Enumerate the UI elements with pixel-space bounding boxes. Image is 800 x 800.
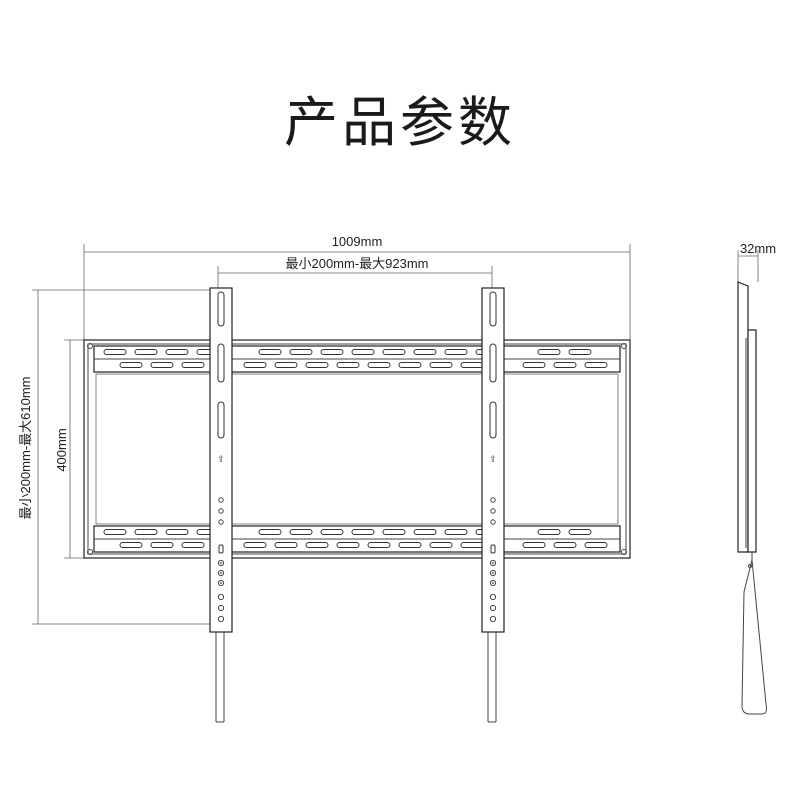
rail-slot (382, 349, 406, 355)
rail-slot (320, 529, 344, 535)
rail-slot (119, 362, 143, 368)
rail-slot (165, 529, 189, 535)
total-width-label: 1009mm (332, 234, 383, 249)
arm-hole (489, 559, 497, 567)
rail-slots (103, 349, 608, 548)
rail-slot (258, 349, 282, 355)
rail-slot (398, 542, 422, 548)
arm-hole (489, 604, 497, 612)
rail-slot (243, 362, 267, 368)
rail-slot (134, 529, 158, 535)
arm-slot (218, 544, 224, 554)
side-view: 32mm (737, 241, 776, 715)
rail-slot (460, 362, 484, 368)
right-arm-holes (489, 497, 497, 623)
right-mounting-arm: ⇧ (481, 287, 505, 723)
rail-slot (119, 542, 143, 548)
rail-slot (398, 362, 422, 368)
rail-slot (181, 542, 205, 548)
arm-hole (217, 579, 225, 587)
arm-hole (218, 497, 224, 503)
arm-hole (217, 593, 225, 601)
rail-slot (367, 542, 391, 548)
rail-slot (351, 349, 375, 355)
rail-slot (305, 542, 329, 548)
vertical-range-label: 最小200mm-最大610mm (18, 376, 33, 519)
rail-slot (103, 529, 127, 535)
rail-slot (413, 529, 437, 535)
rail-slot (553, 542, 577, 548)
page-title: 产品参数 (284, 91, 516, 154)
depth-label: 32mm (740, 241, 776, 256)
vertical-range-dimension: 最小200mm-最大610mm (18, 289, 215, 625)
arm-hole (218, 519, 224, 525)
rail-slot (289, 349, 313, 355)
frame-height-label: 400mm (54, 428, 69, 471)
rail-slot (165, 349, 189, 355)
frame-height-dimension: 400mm (54, 339, 86, 559)
rail-slot (460, 542, 484, 548)
wall-plate (83, 339, 631, 559)
rail-slot (537, 349, 561, 355)
rail-slot (336, 542, 360, 548)
arm-hole (217, 559, 225, 567)
arm-hole (489, 593, 497, 601)
left-arm-holes (217, 497, 225, 623)
svg-text:⇧: ⇧ (217, 455, 225, 465)
rail-slot (429, 542, 453, 548)
rail-slot (150, 542, 174, 548)
rail-slot (103, 349, 127, 355)
left-mounting-arm: ⇧ (209, 287, 233, 723)
arm-hole (489, 579, 497, 587)
arm-hole (490, 508, 496, 514)
rail-slot (367, 362, 391, 368)
rail-slot (150, 362, 174, 368)
arm-slot (490, 544, 496, 554)
rail-slot (134, 349, 158, 355)
rail-slot (382, 529, 406, 535)
arm-hole (489, 615, 497, 623)
rail-slot (274, 362, 298, 368)
rail-slot (522, 362, 546, 368)
rail-slot (413, 349, 437, 355)
arm-hole (217, 604, 225, 612)
rail-slot (429, 362, 453, 368)
arm-spacing-label: 最小200mm-最大923mm (285, 256, 428, 271)
arm-hole (217, 569, 225, 577)
rail-slot (320, 349, 344, 355)
rail-slot (351, 529, 375, 535)
rail-slot (444, 529, 468, 535)
rail-slot (537, 529, 561, 535)
rail-slot (181, 362, 205, 368)
svg-text:⇧: ⇧ (489, 455, 497, 465)
rail-slot (305, 362, 329, 368)
rail-slot (568, 349, 592, 355)
rail-slot (243, 542, 267, 548)
rail-slot (289, 529, 313, 535)
arm-hole (217, 615, 225, 623)
arm-hole (218, 508, 224, 514)
rail-slot (444, 349, 468, 355)
rail-slot (568, 529, 592, 535)
rail-slot (258, 529, 282, 535)
rail-slot (584, 542, 608, 548)
total-width-dimension: 1009mm (83, 234, 631, 340)
rail-slot (336, 362, 360, 368)
arm-hole (490, 519, 496, 525)
rail-slot (522, 542, 546, 548)
rail-slot (584, 362, 608, 368)
rail-slot (274, 542, 298, 548)
arm-spacing-dimension: 最小200mm-最大923mm (217, 256, 493, 288)
arm-hole (490, 497, 496, 503)
arm-hole (489, 569, 497, 577)
rail-slot (553, 362, 577, 368)
